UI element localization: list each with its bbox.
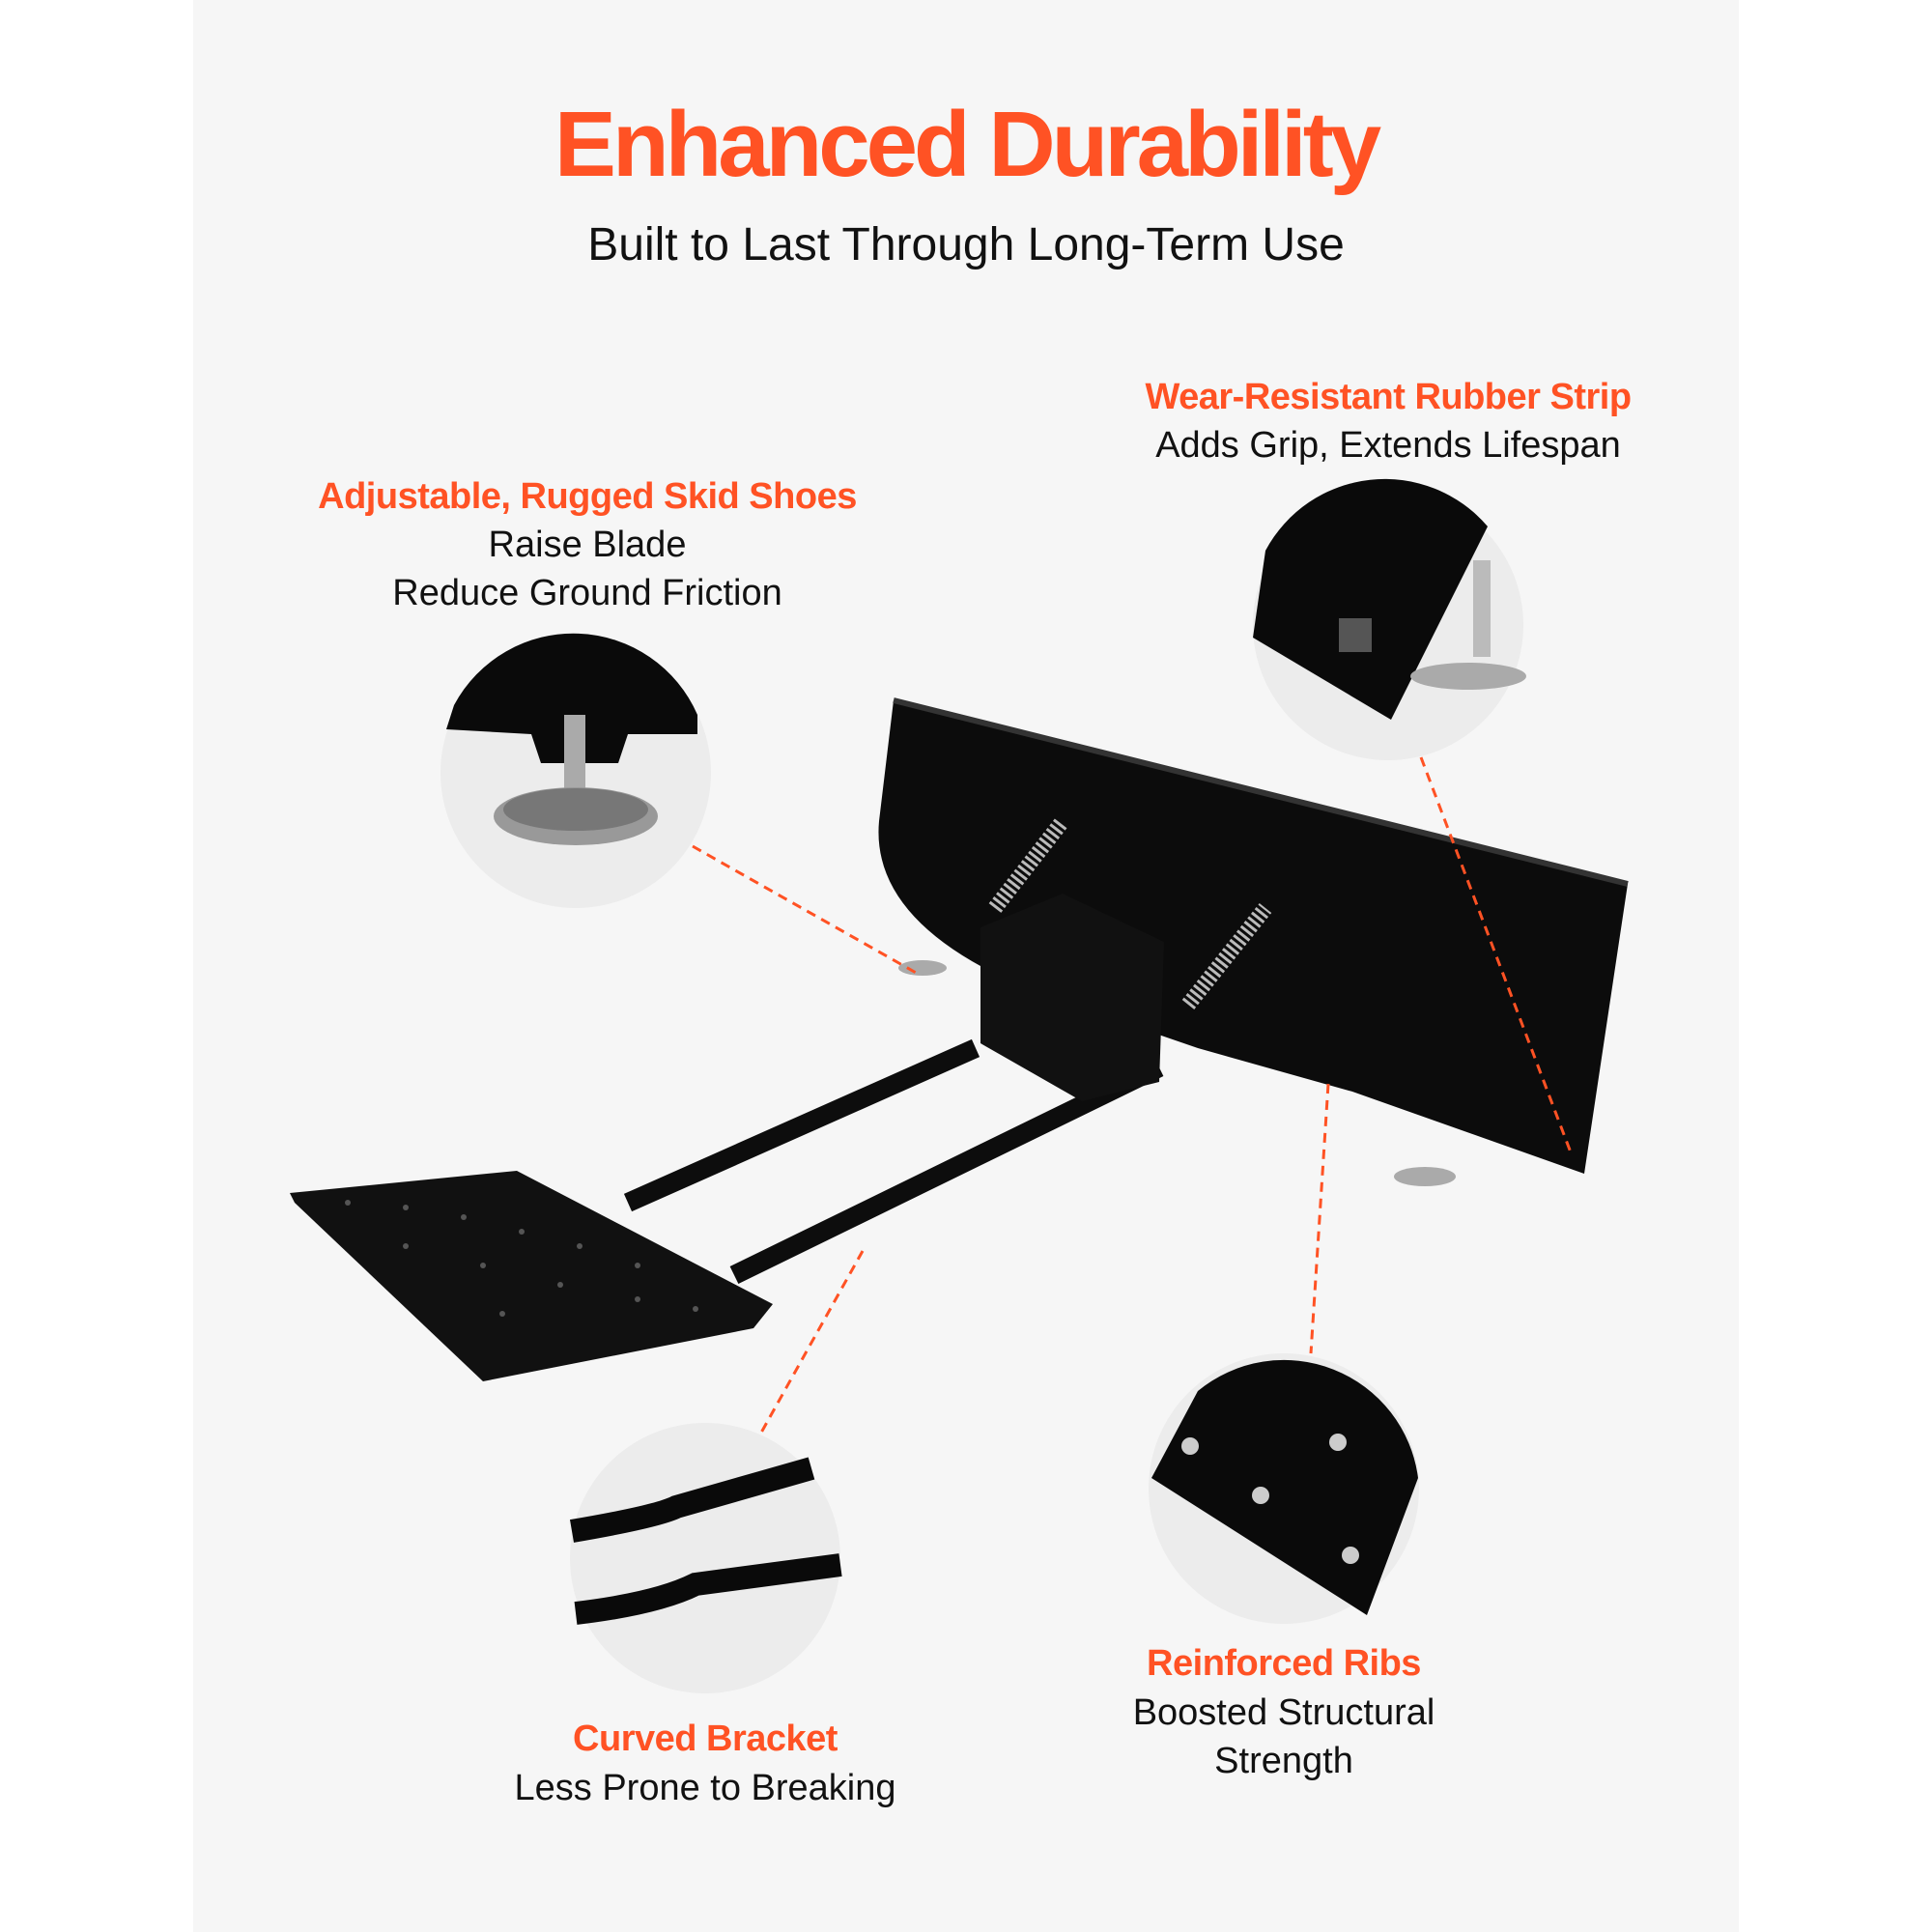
feature-heading-skid-shoes: Adjustable, Rugged Skid Shoes bbox=[318, 476, 857, 517]
reinforced-ribs-detail-circle bbox=[1149, 1353, 1419, 1624]
leader-line-reinforced-ribs bbox=[1309, 1083, 1330, 1354]
leader-line-curved-bracket bbox=[759, 1250, 865, 1434]
curved-bracket-detail-circle bbox=[569, 1423, 842, 1693]
feature-desc-reinforced-ribs-1: Boosted Structural bbox=[1132, 1692, 1435, 1733]
page-subtitle: Built to Last Through Long-Term Use bbox=[587, 219, 1345, 270]
skid-shoe-detail-circle bbox=[440, 633, 711, 908]
rubber-strip-detail-circle bbox=[1253, 478, 1526, 760]
feature-desc-skid-shoes-2: Reduce Ground Friction bbox=[392, 573, 782, 613]
leader-line-skid-shoes bbox=[692, 844, 919, 976]
feature-desc-skid-shoes-1: Raise Blade bbox=[488, 525, 687, 565]
feature-heading-curved-bracket: Curved Bracket bbox=[573, 1719, 838, 1759]
feature-heading-reinforced-ribs: Reinforced Ribs bbox=[1147, 1643, 1421, 1684]
feature-desc-reinforced-ribs-2: Strength bbox=[1214, 1741, 1353, 1781]
feature-desc-rubber-strip: Adds Grip, Extends Lifespan bbox=[1155, 425, 1621, 466]
feature-heading-rubber-strip: Wear-Resistant Rubber Strip bbox=[1145, 377, 1632, 417]
snow-plow-image bbox=[290, 697, 1629, 1381]
page-title: Enhanced Durability bbox=[554, 93, 1381, 196]
feature-desc-curved-bracket: Less Prone to Breaking bbox=[514, 1768, 896, 1808]
leader-line-rubber-strip bbox=[1419, 756, 1573, 1153]
